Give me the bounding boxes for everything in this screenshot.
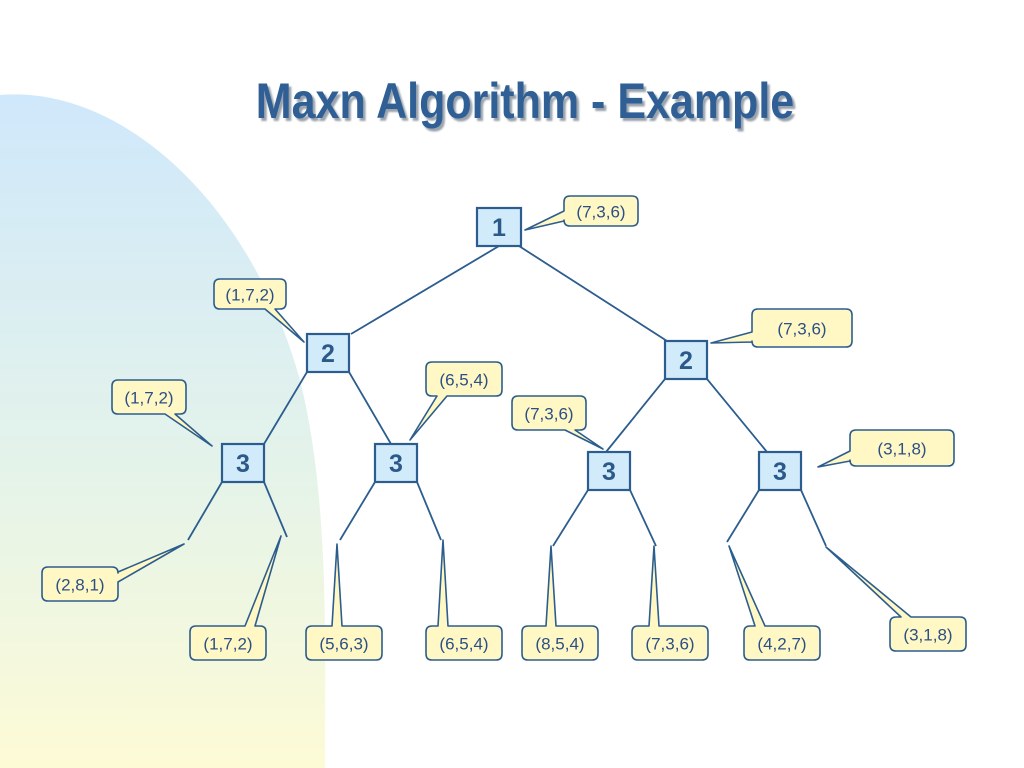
callout-bubble bbox=[425, 539, 503, 661]
value-callout: (4,2,7) bbox=[728, 545, 821, 661]
value-callout: (1,7,2) bbox=[189, 535, 282, 661]
tree-edge bbox=[339, 481, 376, 541]
value-callout: (5,6,3) bbox=[305, 543, 383, 661]
value-callout: (1,7,2) bbox=[213, 278, 305, 343]
tree-edge bbox=[416, 481, 442, 541]
tree-edge bbox=[518, 245, 668, 342]
node-player-label: 2 bbox=[321, 340, 335, 368]
tree-node: 2 bbox=[663, 339, 709, 381]
node-player-label: 2 bbox=[679, 347, 693, 375]
callout-bubble bbox=[189, 535, 282, 661]
tree-edge bbox=[552, 489, 589, 547]
callout-bubble bbox=[111, 379, 213, 447]
tree-node: 2 bbox=[305, 332, 351, 374]
callout-value: (4,2,7) bbox=[757, 635, 806, 654]
tree-node: 3 bbox=[757, 450, 803, 492]
callout-bubble bbox=[631, 545, 709, 661]
tree-node: 3 bbox=[373, 442, 419, 484]
value-callout: (3,1,8) bbox=[825, 546, 967, 652]
callout-value: (8,5,4) bbox=[535, 635, 584, 654]
callout-value: (1,7,2) bbox=[203, 635, 252, 654]
callout-value: (7,3,6) bbox=[576, 203, 625, 222]
tree-edge bbox=[629, 489, 657, 547]
callout-value: (3,1,8) bbox=[903, 626, 952, 645]
tree-edge bbox=[350, 245, 500, 335]
value-callout: (3,1,8) bbox=[817, 429, 955, 468]
tree-edge bbox=[263, 481, 288, 538]
value-callout: (6,5,4) bbox=[409, 361, 503, 441]
node-box bbox=[373, 442, 419, 484]
callout-bubble bbox=[817, 429, 955, 468]
node-box bbox=[757, 450, 803, 492]
node-box bbox=[475, 206, 523, 248]
callout-value: (1,7,2) bbox=[225, 286, 274, 305]
callout-value: (2,8,1) bbox=[55, 576, 104, 595]
callout-bubble bbox=[409, 361, 503, 441]
node-player-label: 3 bbox=[389, 450, 403, 478]
callout-value: (3,1,8) bbox=[877, 440, 926, 459]
node-player-label: 3 bbox=[602, 458, 616, 486]
tree-edge bbox=[706, 378, 768, 453]
node-box bbox=[586, 450, 632, 492]
value-callout: (1,7,2) bbox=[111, 379, 213, 447]
node-box bbox=[220, 442, 266, 484]
callout-bubble bbox=[305, 543, 383, 661]
callout-value: (7,3,6) bbox=[777, 320, 826, 339]
value-callout: (7,3,6) bbox=[631, 545, 709, 661]
value-callout: (2,8,1) bbox=[41, 543, 185, 602]
callout-bubble bbox=[825, 546, 967, 652]
value-callout: (7,3,6) bbox=[524, 195, 639, 231]
callout-value: (7,3,6) bbox=[645, 635, 694, 654]
background-swoosh bbox=[0, 94, 326, 768]
callout-value: (1,7,2) bbox=[124, 389, 173, 408]
tree-edge bbox=[726, 489, 760, 543]
value-callout: (7,3,6) bbox=[511, 395, 604, 450]
callout-value: (6,5,4) bbox=[439, 371, 488, 390]
tree-edge bbox=[800, 489, 827, 547]
value-callout: (6,5,4) bbox=[425, 539, 503, 661]
callout-bubble bbox=[728, 545, 821, 661]
callout-bubble bbox=[511, 395, 604, 450]
callout-value: (7,3,6) bbox=[524, 405, 573, 424]
tree-edge bbox=[348, 371, 392, 445]
node-player-label: 3 bbox=[236, 450, 250, 478]
node-player-label: 3 bbox=[773, 458, 787, 486]
node-box bbox=[305, 332, 351, 374]
tree-edge bbox=[187, 481, 223, 541]
tree-edge bbox=[605, 378, 666, 453]
callout-bubble bbox=[213, 278, 305, 343]
tree-node: 1 bbox=[475, 206, 523, 248]
node-box bbox=[663, 339, 709, 381]
callout-bubble bbox=[521, 545, 599, 661]
tree-edges bbox=[187, 245, 827, 547]
node-player-label: 1 bbox=[492, 214, 506, 242]
tree-node: 3 bbox=[220, 442, 266, 484]
slide-title: Maxn Algorithm - Example bbox=[255, 73, 795, 129]
tree-nodes: 1 2 2 3 3 3 3 bbox=[220, 206, 803, 492]
tree-callouts: (7,3,6) (1,7,2) (7,3,6) (1,7,2) (6,5,4) (7,3,… bbox=[41, 195, 967, 661]
value-callout: (7,3,6) bbox=[710, 308, 853, 348]
callout-value: (6,5,4) bbox=[439, 635, 488, 654]
callout-bubble bbox=[524, 195, 639, 231]
callout-value: (5,6,3) bbox=[319, 635, 368, 654]
callout-bubble bbox=[41, 543, 185, 602]
tree-node: 3 bbox=[586, 450, 632, 492]
tree-edge bbox=[263, 371, 308, 445]
callout-bubble bbox=[710, 308, 853, 348]
value-callout: (8,5,4) bbox=[521, 545, 599, 661]
